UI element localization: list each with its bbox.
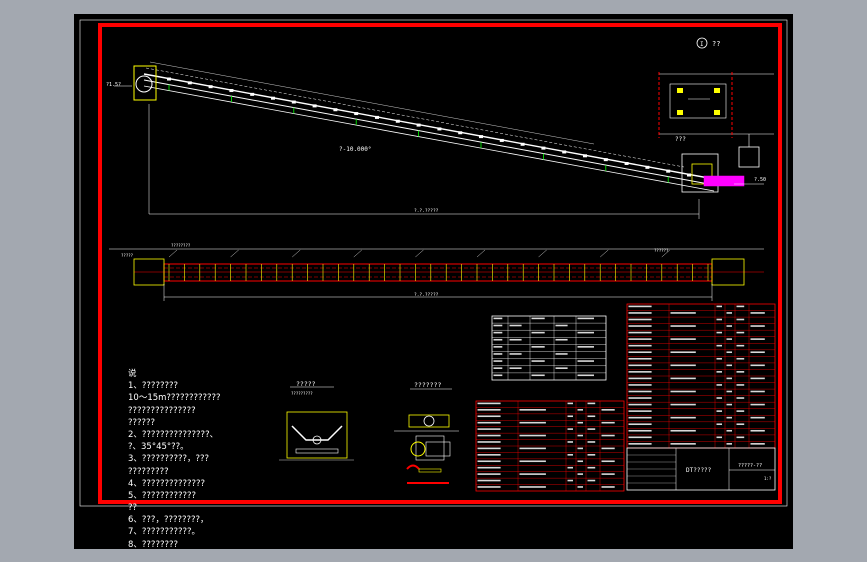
section-B-title: ??????? xyxy=(414,381,441,389)
tables xyxy=(475,303,776,492)
note-line: 8、???????? xyxy=(128,539,178,549)
title-block-drawing-no: ?????-?? xyxy=(738,463,762,469)
note-line: 6、???，????????， xyxy=(128,515,209,526)
note-line: ????????? xyxy=(128,466,169,477)
section-top-right-label: ??? xyxy=(675,136,686,143)
elevation-view: ?1.5? ?.50 ?-10.000° ?.?.????? xyxy=(106,61,766,219)
note-line: ?????? xyxy=(128,417,156,428)
red-border xyxy=(98,23,782,504)
note-line: 1、???????? xyxy=(128,381,178,392)
plan-view: ?.?.????? ???????? ?????? ????? xyxy=(109,243,764,301)
note-line: 5、???????????? xyxy=(128,490,197,501)
detail-I-marker: I xyxy=(700,41,704,48)
note-line: 7、???????????。 xyxy=(128,527,201,538)
callout-3: ????? xyxy=(121,253,134,258)
note-line: ?、35°45°??。 xyxy=(128,442,189,453)
length-dimension: ?.?.????? xyxy=(414,208,439,214)
section-A-detail: ????? ????????? xyxy=(279,380,354,461)
elevation-left-label: ?1.5? xyxy=(106,82,121,88)
elevation-right-label: ?.50 xyxy=(754,177,766,183)
note-line: ?? xyxy=(128,503,138,514)
note-line: 10～15m???????????? xyxy=(128,393,221,404)
section-A-subtitle: ????????? xyxy=(291,391,313,396)
callout-2: ?????? xyxy=(654,248,669,253)
technical-notes: 说 1、???????? 10～15m???????????? ????????… xyxy=(128,368,221,549)
title-block-sheet: 1:? xyxy=(764,476,772,481)
plan-idler-marks xyxy=(168,249,709,281)
detail-I: I ?? ??? xyxy=(658,37,774,143)
drawing-svg: ?1.5? ?.50 ?-10.000° ?.?.????? I ?? ??? xyxy=(79,19,788,507)
outer-frame xyxy=(79,19,788,507)
section-B-detail: ??????? xyxy=(394,381,459,484)
angle-label: ?-10.000° xyxy=(339,146,372,153)
note-line: 4、?????????????? xyxy=(128,478,206,489)
plan-length-dimension: ?.?.????? xyxy=(414,292,439,298)
note-line: 2、???????????????、 xyxy=(128,429,219,440)
cad-drawing-canvas[interactable]: ?1.5? ?.50 ?-10.000° ?.?.????? I ?? ??? xyxy=(74,14,793,549)
note-line: 说 xyxy=(128,369,137,379)
idler-marks xyxy=(167,77,691,183)
note-line: ??????????????? xyxy=(128,405,196,416)
section-A-title: ????? xyxy=(296,380,316,388)
detail-I-label: ?? xyxy=(712,40,720,48)
callout-1: ???????? xyxy=(171,243,191,248)
note-line: 3、??????????，??? xyxy=(128,454,210,465)
title-block-code: DT????? xyxy=(686,467,712,474)
